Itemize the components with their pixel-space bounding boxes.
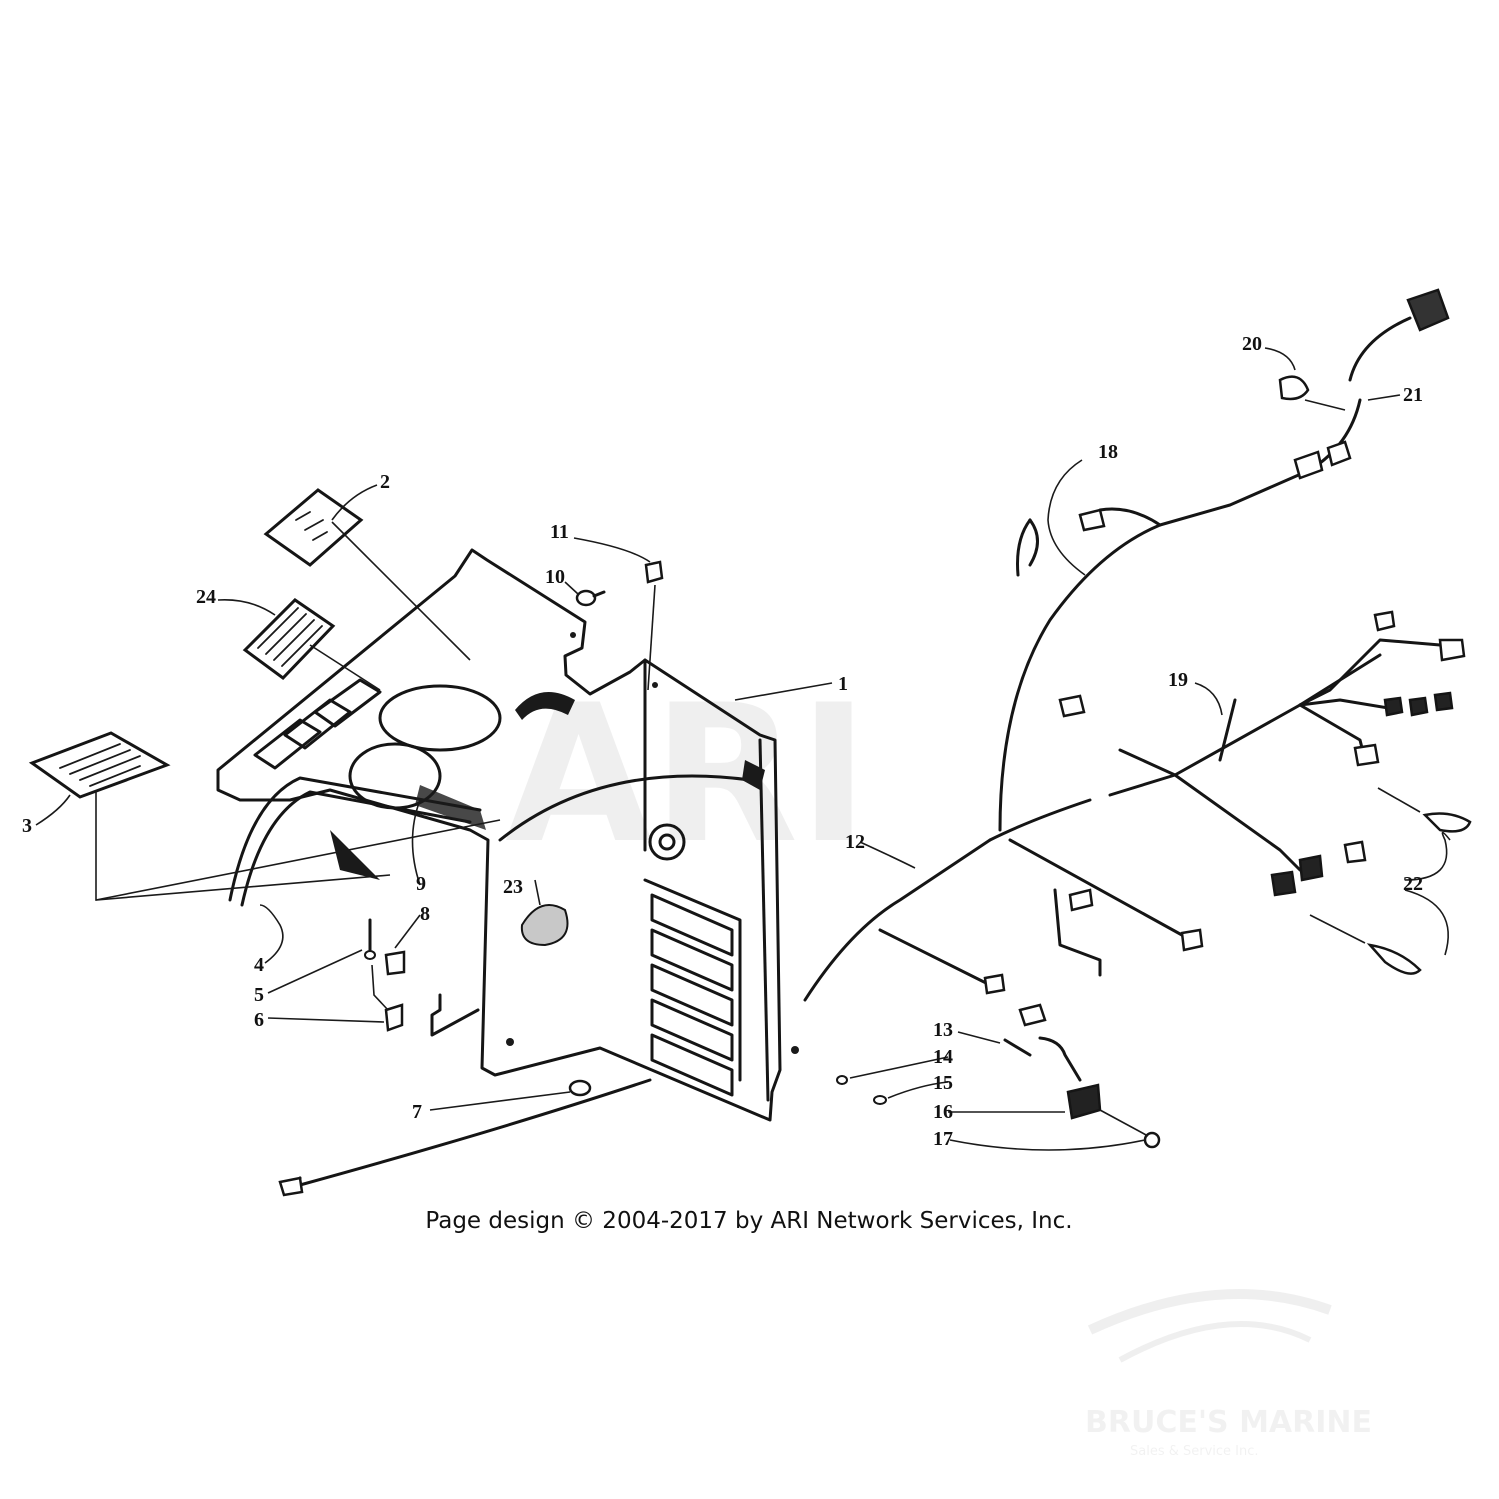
callout-11: 11	[550, 521, 569, 543]
callout-18: 18	[1098, 441, 1118, 463]
callout-24: 24	[196, 586, 216, 608]
callout-16: 16	[933, 1101, 953, 1123]
dealer-watermark-name: BRUCE'S MARINE	[1085, 1405, 1372, 1440]
dealer-watermark-logo	[1087, 1289, 1332, 1363]
callout-10: 10	[545, 566, 565, 588]
decal-2-drawing	[263, 488, 364, 567]
callout-9: 9	[416, 873, 426, 895]
callout-3: 3	[22, 815, 32, 837]
hood-assembly-drawing	[216, 548, 799, 1122]
dealer-watermark-tagline: Sales & Service Inc.	[1130, 1444, 1259, 1459]
copyright-text: Page design © 2004-2017 by ARI Network S…	[425, 1208, 1072, 1234]
decal-3-drawing	[28, 731, 171, 799]
callout-13: 13	[933, 1019, 953, 1041]
callout-15: 15	[933, 1072, 953, 1094]
callout-23: 23	[503, 876, 523, 898]
callout-8: 8	[420, 903, 430, 925]
callout-19: 19	[1168, 669, 1188, 691]
callout-4: 4	[254, 954, 264, 976]
hardware-drawing	[364, 560, 1161, 1149]
callout-20: 20	[1242, 333, 1262, 355]
callout-1: 1	[838, 673, 848, 695]
leader-lines	[35, 347, 1451, 1151]
decal-24-drawing	[242, 598, 336, 680]
callout-14: 14	[933, 1046, 953, 1068]
callout-12: 12	[845, 831, 865, 853]
callout-17: 17	[933, 1128, 953, 1150]
callout-22: 22	[1403, 873, 1423, 895]
callout-labels: 1 2 3 4 5 6 7 8 9 10 11 12 13 14 15 16 1…	[22, 333, 1423, 1150]
callout-6: 6	[254, 1009, 264, 1031]
callout-21: 21	[1403, 384, 1423, 406]
callout-2: 2	[380, 471, 390, 493]
callout-5: 5	[254, 984, 264, 1006]
wiring-harness-drawing	[278, 288, 1472, 1197]
callout-7: 7	[412, 1101, 422, 1123]
